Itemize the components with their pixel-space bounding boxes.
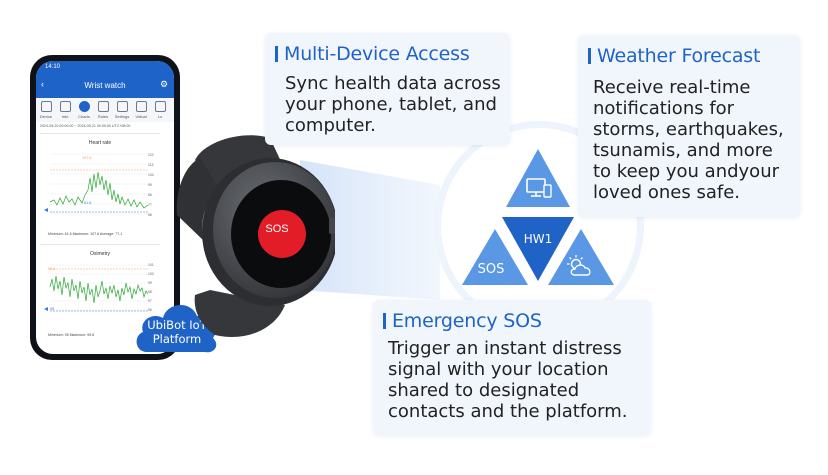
triangle-sos-label: SOS xyxy=(477,262,505,277)
cloud-badge-label: UbiBot IoT Platform xyxy=(147,318,207,346)
multi-device-desc: Sync health data across your phone, tabl… xyxy=(285,73,501,136)
tab-settings[interactable]: Settings xyxy=(113,101,131,119)
oximetry-title: Oximetry xyxy=(90,251,110,257)
heart-rate-title: Heart rate xyxy=(88,140,112,146)
multi-device-title: Multi-Device Access xyxy=(275,43,470,65)
oximetry-chart xyxy=(44,264,149,312)
heart-low-label: 61.6 xyxy=(84,201,92,205)
emergency-sos-title: Emergency SOS xyxy=(383,310,542,332)
triangle-sos xyxy=(462,229,528,285)
feature-triangles xyxy=(462,149,614,285)
oxi-stats: Minimum: 95 Maximum: 99.8 xyxy=(48,333,95,337)
tab-charts[interactable]: Charts xyxy=(75,101,93,119)
weather-icon xyxy=(567,255,591,276)
heart-rate-chart xyxy=(44,153,149,215)
smartphone: 14:10 ‹ Wrist watch ⚙ Device Info Charts… xyxy=(30,55,180,360)
weather-desc: Receive real-time notifications for stor… xyxy=(593,77,784,203)
triangle-hw1-label: HW1 xyxy=(523,232,553,246)
triangle-devices xyxy=(506,149,570,207)
tab-info[interactable]: Info xyxy=(56,101,74,119)
heart-stats: Minimum: 61.6 Maximum: 107.6 Average: 77… xyxy=(48,232,123,236)
triangle-hw1 xyxy=(502,217,574,281)
smartwatch xyxy=(176,135,335,337)
tab-rules[interactable]: Rules xyxy=(94,101,112,119)
gear-icon[interactable]: ⚙ xyxy=(160,79,169,89)
card-multi-device: Multi-Device Access Sync health data acr… xyxy=(265,33,510,145)
oxi-peak-label: 99.8 xyxy=(48,267,56,271)
status-time: 14:10 xyxy=(45,64,61,70)
heart-peak-label: 107.6 xyxy=(82,156,92,160)
weather-title: Weather Forecast xyxy=(588,45,760,67)
tab-lo[interactable]: Lo xyxy=(151,101,169,119)
card-emergency-sos: Emergency SOS Trigger an instant distres… xyxy=(373,300,651,435)
app-header: 14:10 ‹ Wrist watch ⚙ xyxy=(36,61,174,98)
oxi-low-label: 95 xyxy=(50,307,55,311)
app-tab-bar: Device Info Charts Rules Settings Virtua… xyxy=(36,98,174,122)
devices-icon xyxy=(526,178,552,198)
emergency-sos-desc: Trigger an instant distress signal with … xyxy=(388,338,628,422)
card-weather: Weather Forecast Receive real-time notif… xyxy=(578,35,800,217)
triangle-weather xyxy=(548,229,614,285)
phone-screen: 14:10 ‹ Wrist watch ⚙ Device Info Charts… xyxy=(36,61,174,354)
date-range: 2024-09-20 00:00:00 ~ 2024-09-21 00:00:0… xyxy=(40,124,131,128)
app-title: Wrist watch xyxy=(84,81,126,90)
watch-sos-label: SOS xyxy=(265,223,289,235)
cloud-icon xyxy=(136,304,217,353)
tab-device[interactable]: Device xyxy=(37,101,55,119)
back-icon[interactable]: ‹ xyxy=(41,79,44,89)
tab-virtual[interactable]: Virtual xyxy=(132,101,150,119)
